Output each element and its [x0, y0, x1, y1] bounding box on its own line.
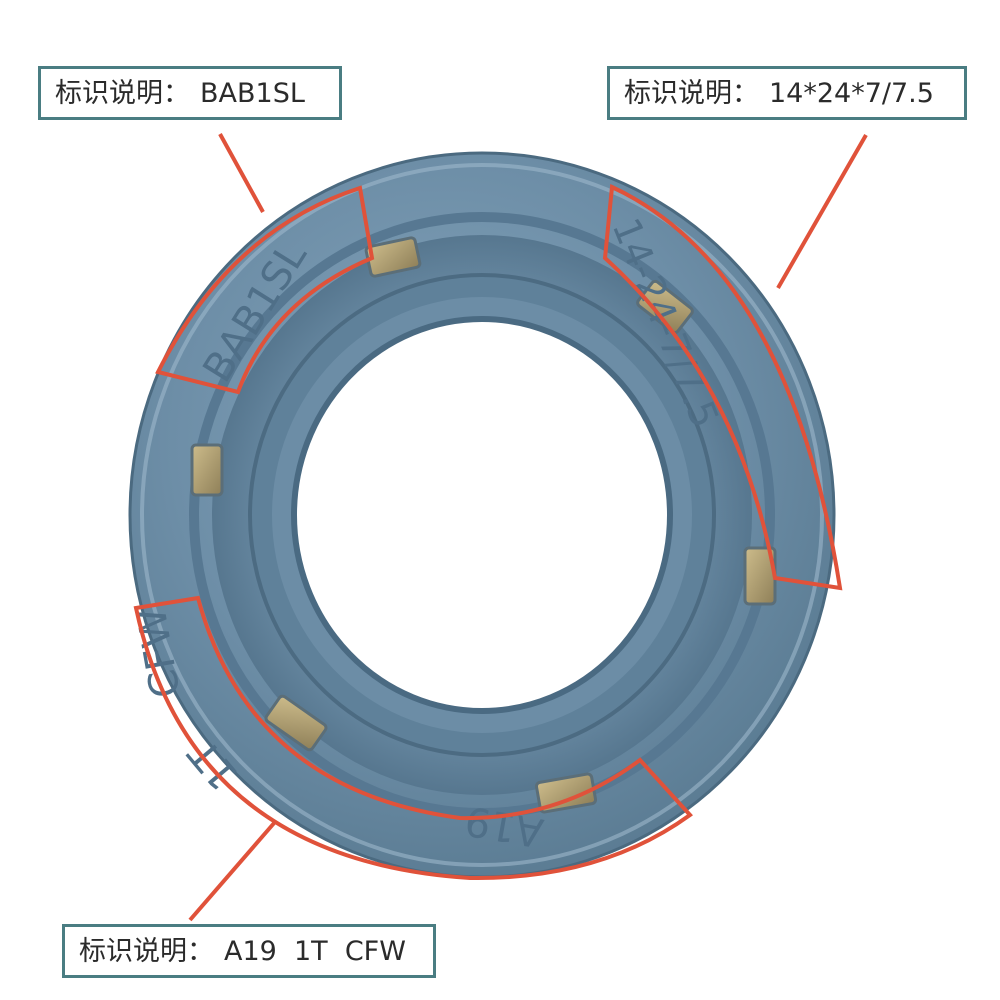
annotation-value: 14*24*7/7.5	[769, 77, 934, 109]
seal-outer-highlight	[140, 163, 824, 867]
seal-bore	[291, 316, 673, 714]
leader-top-left	[218, 133, 265, 213]
metal-window	[264, 694, 328, 752]
annotation-prefix: 标识说明：	[79, 935, 214, 967]
annotation-value: BAB1SL	[200, 77, 305, 109]
highlight-size	[602, 183, 843, 591]
annotation-label-material: 标识说明： A19 1T CFW	[62, 924, 436, 978]
annotation-prefix: 标识说明：	[55, 77, 190, 109]
seal-groove	[189, 212, 775, 818]
annotation-label-code: 标识说明： BAB1SL	[38, 66, 342, 120]
metal-window	[636, 279, 694, 335]
metal-windows	[190, 236, 777, 814]
annotation-label-size: 标识说明： 14*24*7/7.5	[607, 66, 967, 120]
leader-bottom-left	[188, 820, 277, 922]
highlight-bottom	[133, 595, 693, 881]
leader-top-right	[776, 134, 868, 289]
metal-window	[190, 443, 224, 497]
highlight-code	[155, 185, 375, 395]
annotation-prefix: 标识说明：	[624, 77, 759, 109]
callout-highlights	[133, 183, 843, 881]
callout-lines	[188, 133, 868, 922]
annotation-value: A19 1T CFW	[224, 935, 406, 967]
metal-window	[364, 236, 422, 278]
